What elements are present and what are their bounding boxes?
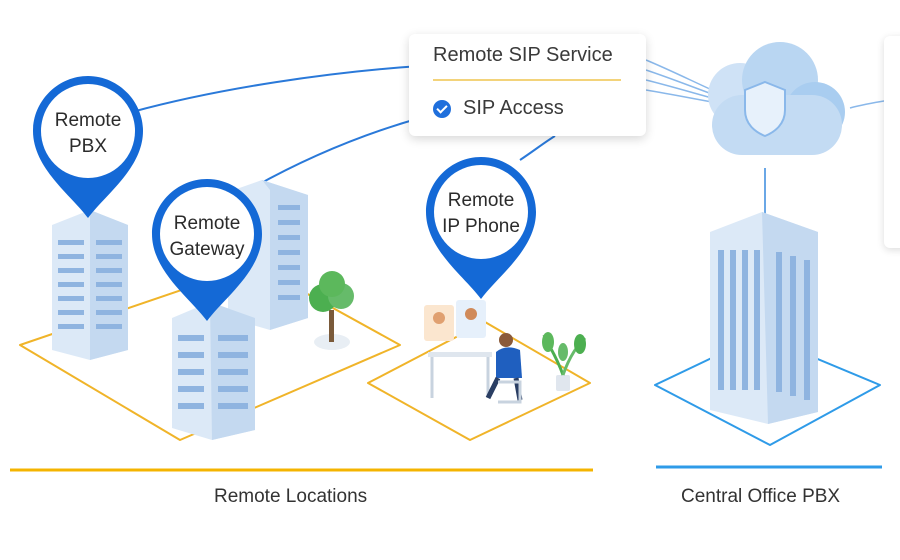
building-remote-gateway xyxy=(172,302,255,440)
link-pbx-to-sip xyxy=(131,65,421,113)
pin-label-line1: Remote xyxy=(173,213,241,234)
pin-label-line2: IP Phone xyxy=(442,216,520,237)
pin-label-line1: Remote xyxy=(54,110,122,131)
pin-label-line1: Remote xyxy=(447,190,515,211)
remote-platform-right xyxy=(367,321,591,441)
side-card-partial xyxy=(884,36,900,248)
link-phone-to-sip xyxy=(519,135,556,161)
links-sip-to-cloud xyxy=(645,59,713,103)
building-central-office xyxy=(710,212,818,424)
sip-card-title: Remote SIP Service xyxy=(433,44,613,66)
building-remote-pbx xyxy=(52,210,128,360)
pin-label-line2: Gateway xyxy=(169,239,245,260)
central-office-label: Central Office PBX xyxy=(681,486,841,507)
sip-card-divider xyxy=(433,79,621,81)
cloud-shield-icon xyxy=(708,42,845,155)
pin-remote-gateway xyxy=(152,179,262,321)
pin-remote-ip-phone xyxy=(426,157,536,299)
sip-service-card: Remote SIP Service SIP Access xyxy=(409,34,646,136)
pin-label-remote-pbx: Remote PBX xyxy=(43,108,133,160)
tree xyxy=(309,271,354,350)
pin-remote-pbx xyxy=(33,76,143,218)
pin-label-remote-gateway: Remote Gateway xyxy=(157,211,257,263)
remote-locations-label: Remote Locations xyxy=(214,486,368,507)
check-circle-icon xyxy=(433,100,451,118)
pin-label-line2: PBX xyxy=(68,136,108,157)
pin-label-remote-ip-phone: Remote IP Phone xyxy=(431,188,531,240)
sip-access-item: SIP Access xyxy=(463,97,564,119)
desk-scene xyxy=(424,300,587,404)
